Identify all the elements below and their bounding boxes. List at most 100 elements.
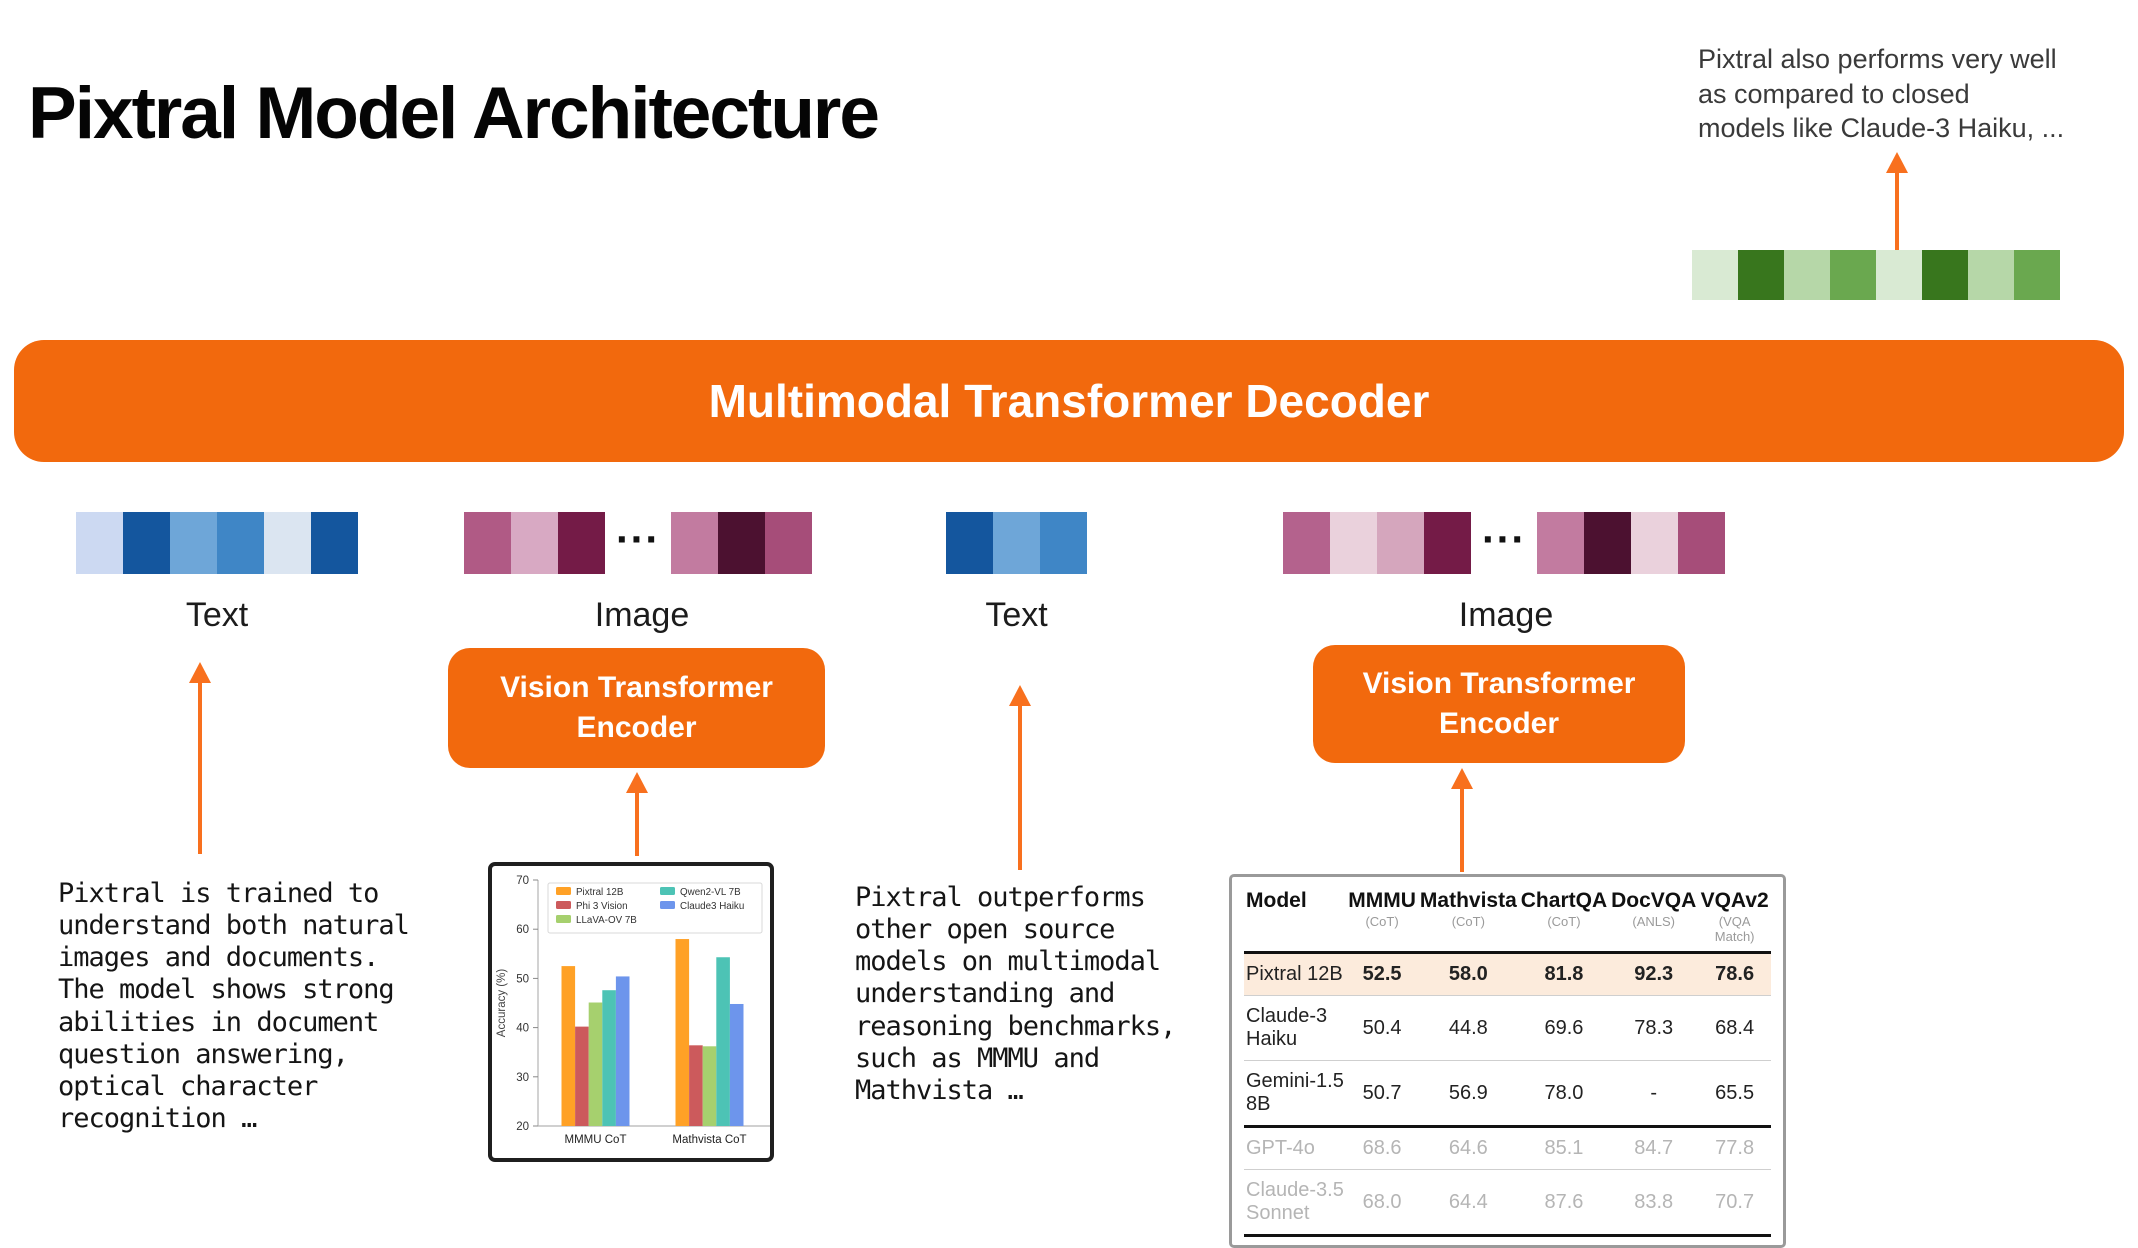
token-cell bbox=[1537, 512, 1584, 574]
ellipsis-dots: ... bbox=[615, 504, 660, 552]
score-cell: 50.4 bbox=[1346, 995, 1418, 1061]
score-cell: 64.4 bbox=[1417, 1169, 1519, 1237]
score-cell: 52.5 bbox=[1346, 952, 1418, 996]
token-cell bbox=[765, 512, 812, 574]
column-header: VQAv2(VQA Match) bbox=[1698, 879, 1771, 954]
score-cell: 92.3 bbox=[1609, 952, 1699, 996]
text-token-strip-2 bbox=[946, 512, 1087, 574]
bar bbox=[716, 957, 730, 1126]
x-category-label: MMMU CoT bbox=[565, 1134, 627, 1146]
token-cell bbox=[1377, 512, 1424, 574]
token-cell bbox=[993, 512, 1040, 574]
column-sublabel: (CoT) bbox=[1365, 914, 1399, 929]
caption-training: Pixtral is trained to understand both na… bbox=[58, 878, 410, 1134]
score-cell: 83.8 bbox=[1609, 1169, 1699, 1237]
bar bbox=[575, 1026, 589, 1126]
score-cell: 68.0 bbox=[1346, 1169, 1418, 1237]
y-tick-label: 60 bbox=[516, 924, 529, 936]
legend-swatch bbox=[556, 915, 571, 923]
score-cell: 81.8 bbox=[1518, 952, 1610, 996]
y-tick-label: 40 bbox=[516, 1023, 529, 1035]
score-cell: 58.0 bbox=[1417, 952, 1519, 996]
score-cell: 50.7 bbox=[1346, 1060, 1418, 1128]
model-name-cell: Claude-3.5 Sonnet bbox=[1244, 1169, 1347, 1237]
legend-label: Claude3 Haiku bbox=[680, 901, 744, 912]
column-label: ChartQA bbox=[1520, 889, 1608, 912]
token-cell bbox=[1876, 250, 1922, 300]
image-tokens-left bbox=[464, 512, 605, 574]
token-cell bbox=[1678, 512, 1725, 574]
token-cell bbox=[1968, 250, 2014, 300]
arrow-head bbox=[1009, 685, 1031, 706]
token-cell bbox=[1692, 250, 1738, 300]
token-cell bbox=[264, 512, 311, 574]
image-tokens-right bbox=[1537, 512, 1725, 574]
score-cell: 78.6 bbox=[1698, 952, 1771, 996]
bar bbox=[675, 939, 690, 1126]
x-category-label: Mathvista CoT bbox=[672, 1134, 746, 1146]
model-name-cell: Pixtral 12B bbox=[1244, 952, 1347, 996]
text-token-strip-1 bbox=[76, 512, 358, 574]
multimodal-transformer-decoder: Multimodal Transformer Decoder bbox=[14, 340, 2124, 462]
token-cell bbox=[2014, 250, 2060, 300]
score-cell: 84.7 bbox=[1609, 1126, 1699, 1170]
score-cell: 85.1 bbox=[1518, 1126, 1610, 1170]
column-label: VQAv2 bbox=[1700, 889, 1769, 912]
legend-box bbox=[547, 882, 763, 934]
bar bbox=[729, 1003, 744, 1126]
image-token-strip-1: ... bbox=[464, 504, 812, 574]
score-cell: 68.4 bbox=[1698, 995, 1771, 1061]
arrow-head bbox=[1451, 768, 1473, 789]
up-arrow-encoder-1 bbox=[626, 772, 648, 856]
up-arrow-output bbox=[1886, 152, 1908, 250]
arrow-stem bbox=[1460, 784, 1464, 872]
token-cell bbox=[1631, 512, 1678, 574]
y-tick-label: 70 bbox=[516, 875, 529, 887]
token-cell bbox=[1784, 250, 1830, 300]
token-cell bbox=[76, 512, 123, 574]
token-cell bbox=[311, 512, 358, 574]
token-cell bbox=[464, 512, 511, 574]
score-cell: 70.7 bbox=[1698, 1169, 1771, 1237]
column-header: DocVQA (ANLS) bbox=[1609, 879, 1699, 954]
model-name-cell: Claude-3 Haiku bbox=[1244, 995, 1347, 1061]
bar bbox=[702, 1046, 717, 1126]
legend-label: LLaVA-OV 7B bbox=[576, 915, 637, 926]
model-name-cell: Gemini-1.5 8B bbox=[1244, 1060, 1347, 1128]
score-cell: - bbox=[1609, 1060, 1699, 1128]
token-cell bbox=[1424, 512, 1471, 574]
bar bbox=[588, 1002, 603, 1126]
legend-label: Qwen2-VL 7B bbox=[680, 887, 741, 898]
token-cell bbox=[1738, 250, 1784, 300]
bar bbox=[602, 990, 616, 1126]
score-cell: 56.9 bbox=[1417, 1060, 1519, 1128]
legend-swatch bbox=[556, 901, 571, 909]
token-cell bbox=[123, 512, 170, 574]
column-sublabel: (CoT) bbox=[1451, 914, 1485, 929]
token-cell bbox=[511, 512, 558, 574]
score-cell: 68.6 bbox=[1346, 1126, 1418, 1170]
token-cell bbox=[1330, 512, 1377, 574]
column-label: Model bbox=[1246, 889, 1307, 912]
score-cell: 69.6 bbox=[1518, 995, 1610, 1061]
column-label: DocVQA bbox=[1611, 889, 1697, 912]
vision-transformer-encoder-2: Vision Transformer Encoder bbox=[1313, 645, 1685, 763]
arrow-head bbox=[626, 772, 648, 793]
legend-swatch bbox=[660, 901, 675, 909]
up-arrow-encoder-2 bbox=[1451, 768, 1473, 872]
arrow-stem bbox=[198, 678, 202, 854]
score-cell: 77.8 bbox=[1698, 1126, 1771, 1170]
ellipsis-dots: ... bbox=[1481, 504, 1526, 552]
column-sublabel: (ANLS) bbox=[1632, 914, 1676, 929]
legend-label: Pixtral 12B bbox=[576, 887, 624, 898]
arrow-stem bbox=[1895, 168, 1899, 250]
caption-benchmarks: Pixtral outperforms other open source mo… bbox=[855, 882, 1176, 1106]
annotation-closed-models: Pixtral also performs very well as compa… bbox=[1698, 44, 2065, 144]
score-cell: 78.0 bbox=[1518, 1060, 1610, 1128]
